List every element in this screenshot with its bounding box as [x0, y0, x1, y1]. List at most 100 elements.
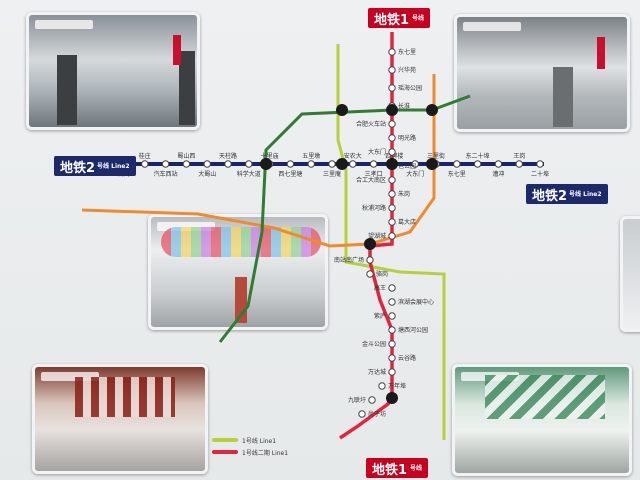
line1-station-label: 包公园: [398, 162, 416, 170]
line2-station-label: 大蜀山: [198, 170, 216, 178]
station-dot[interactable]: [369, 160, 378, 168]
interchange-markers: [260, 104, 438, 404]
station-dot[interactable]: [388, 368, 396, 376]
station-dot[interactable]: [515, 160, 523, 168]
line2-station-label: 四牌楼: [385, 152, 403, 160]
station-dot[interactable]: [224, 160, 232, 168]
line2-banner-title: 地铁2: [60, 160, 96, 176]
line1-station-label: 兴华苑: [398, 66, 416, 74]
station-dot[interactable]: [388, 354, 396, 362]
line2-station-label: 蜀山西: [177, 152, 195, 160]
station-dot[interactable]: [349, 160, 357, 168]
station-dot[interactable]: [388, 48, 396, 56]
card-logo: [41, 372, 99, 381]
station-dot[interactable]: [388, 218, 396, 226]
line1-banner-top: 地铁1 号线: [368, 8, 431, 28]
line1-station-label: 紫庐: [374, 312, 386, 320]
line2-station-label: 三里庵: [323, 170, 341, 178]
station-dot[interactable]: [388, 134, 396, 142]
station-dot[interactable]: [368, 396, 376, 404]
station-dot[interactable]: [388, 176, 396, 184]
card-logo: [35, 20, 93, 29]
line1-station-label: 南站南广场: [334, 256, 364, 264]
station-dot[interactable]: [203, 160, 211, 168]
line1-station-label: 骆岗: [376, 270, 388, 278]
station-dot[interactable]: [328, 160, 336, 168]
line1-banner-bottom: 地铁1 号线: [366, 458, 429, 478]
map-legend: 1号线 Line1 1号线二期 Line1: [212, 434, 288, 458]
station-photo-card-center[interactable]: [148, 214, 328, 330]
line1-station-label: 秋浦河路: [362, 204, 386, 212]
station-dot[interactable]: [182, 160, 191, 168]
station-dot[interactable]: [388, 204, 396, 212]
station-dot[interactable]: [245, 160, 253, 168]
station-dot[interactable]: [536, 160, 544, 168]
line2-station-label: 安农大: [344, 152, 362, 160]
line2-station-label: 东二十埠: [466, 152, 490, 160]
card-logo: [157, 222, 215, 231]
station-dot[interactable]: [453, 160, 461, 168]
line1-station-label: 大东门: [368, 148, 386, 156]
line1-station-label: 万达城: [368, 368, 386, 376]
station-dot[interactable]: [161, 160, 170, 168]
station-dot[interactable]: [388, 66, 396, 74]
line2-station-label: 二十埠: [531, 170, 549, 178]
station-photo-card-top-left[interactable]: [26, 12, 200, 130]
legend-row-line1-phase2: 1号线二期 Line1: [212, 446, 288, 458]
future-line-yellowgreen: [336, 44, 446, 440]
line2-station-label: 漕冲: [492, 170, 504, 178]
station-dot[interactable]: [358, 410, 366, 418]
legend-label: 1号线 Line1: [242, 437, 277, 445]
station-dot[interactable]: [378, 382, 386, 390]
legend-row-line1: 1号线 Line1: [212, 434, 288, 446]
line1-station-label: 葛大店: [398, 218, 416, 226]
line2-banner-right: 地铁2 号线 Line2: [526, 184, 608, 204]
station-dot[interactable]: [141, 160, 149, 168]
station-dot[interactable]: [494, 160, 503, 168]
station-dot[interactable]: [388, 340, 396, 348]
line2-station-label: 东七里: [448, 170, 466, 178]
station-dot[interactable]: [388, 84, 396, 92]
line2-station-label: 汽车西站: [154, 170, 178, 178]
station-dot[interactable]: [388, 298, 396, 306]
station-dot[interactable]: [388, 312, 396, 320]
line1-station-label: 九联圩: [348, 396, 366, 404]
line1-station-label: 万年埠: [388, 382, 406, 390]
station-dot[interactable]: [473, 160, 482, 168]
station-dot[interactable]: [388, 284, 396, 292]
line2-banner-left: 地铁2 号线 Line2: [54, 156, 136, 176]
line2-station-label: 桂庄: [139, 152, 151, 160]
line2-station-label: 天柱路: [219, 152, 237, 160]
line1-banner-sub: 号线: [412, 14, 425, 22]
station-photo-card-edge-right[interactable]: [620, 216, 640, 332]
future-line-green: [218, 94, 471, 343]
line1-station-label: 长淮: [398, 102, 410, 110]
station-dot[interactable]: [388, 120, 396, 128]
line2-station-label: 三孝口: [365, 170, 383, 178]
station-dot[interactable]: [366, 270, 374, 278]
line1-station-label: 合工大南区: [356, 176, 386, 184]
line2-banner-title: 地铁2: [532, 188, 568, 204]
line1-banner-title: 地铁1: [374, 12, 410, 28]
station-photo-card-bottom-right[interactable]: [452, 364, 632, 476]
station-dot[interactable]: [388, 148, 396, 156]
station-dot[interactable]: [388, 190, 396, 198]
line1-station-label: 金斗公园: [362, 340, 386, 348]
legend-swatch: [212, 450, 238, 454]
station-dot[interactable]: [286, 160, 295, 168]
card-logo: [463, 22, 521, 31]
station-dot[interactable]: [388, 326, 396, 334]
station-photo-card-top-right[interactable]: [454, 14, 630, 132]
station-dot[interactable]: [307, 160, 315, 168]
line2-station-label: 王岗: [513, 153, 525, 160]
line1-station-label: 尚子坊: [368, 410, 386, 418]
line1-station-label: 望湖城: [368, 232, 386, 240]
line1-station-label: 明光路: [398, 134, 416, 142]
station-photo-card-bottom-left[interactable]: [32, 364, 208, 474]
line2-station-label: 科学大道: [237, 170, 261, 178]
station-dot[interactable]: [366, 256, 374, 264]
station-dot[interactable]: [411, 160, 419, 168]
line1-station-label: 云谷路: [398, 354, 416, 362]
station-dot[interactable]: [388, 232, 396, 240]
